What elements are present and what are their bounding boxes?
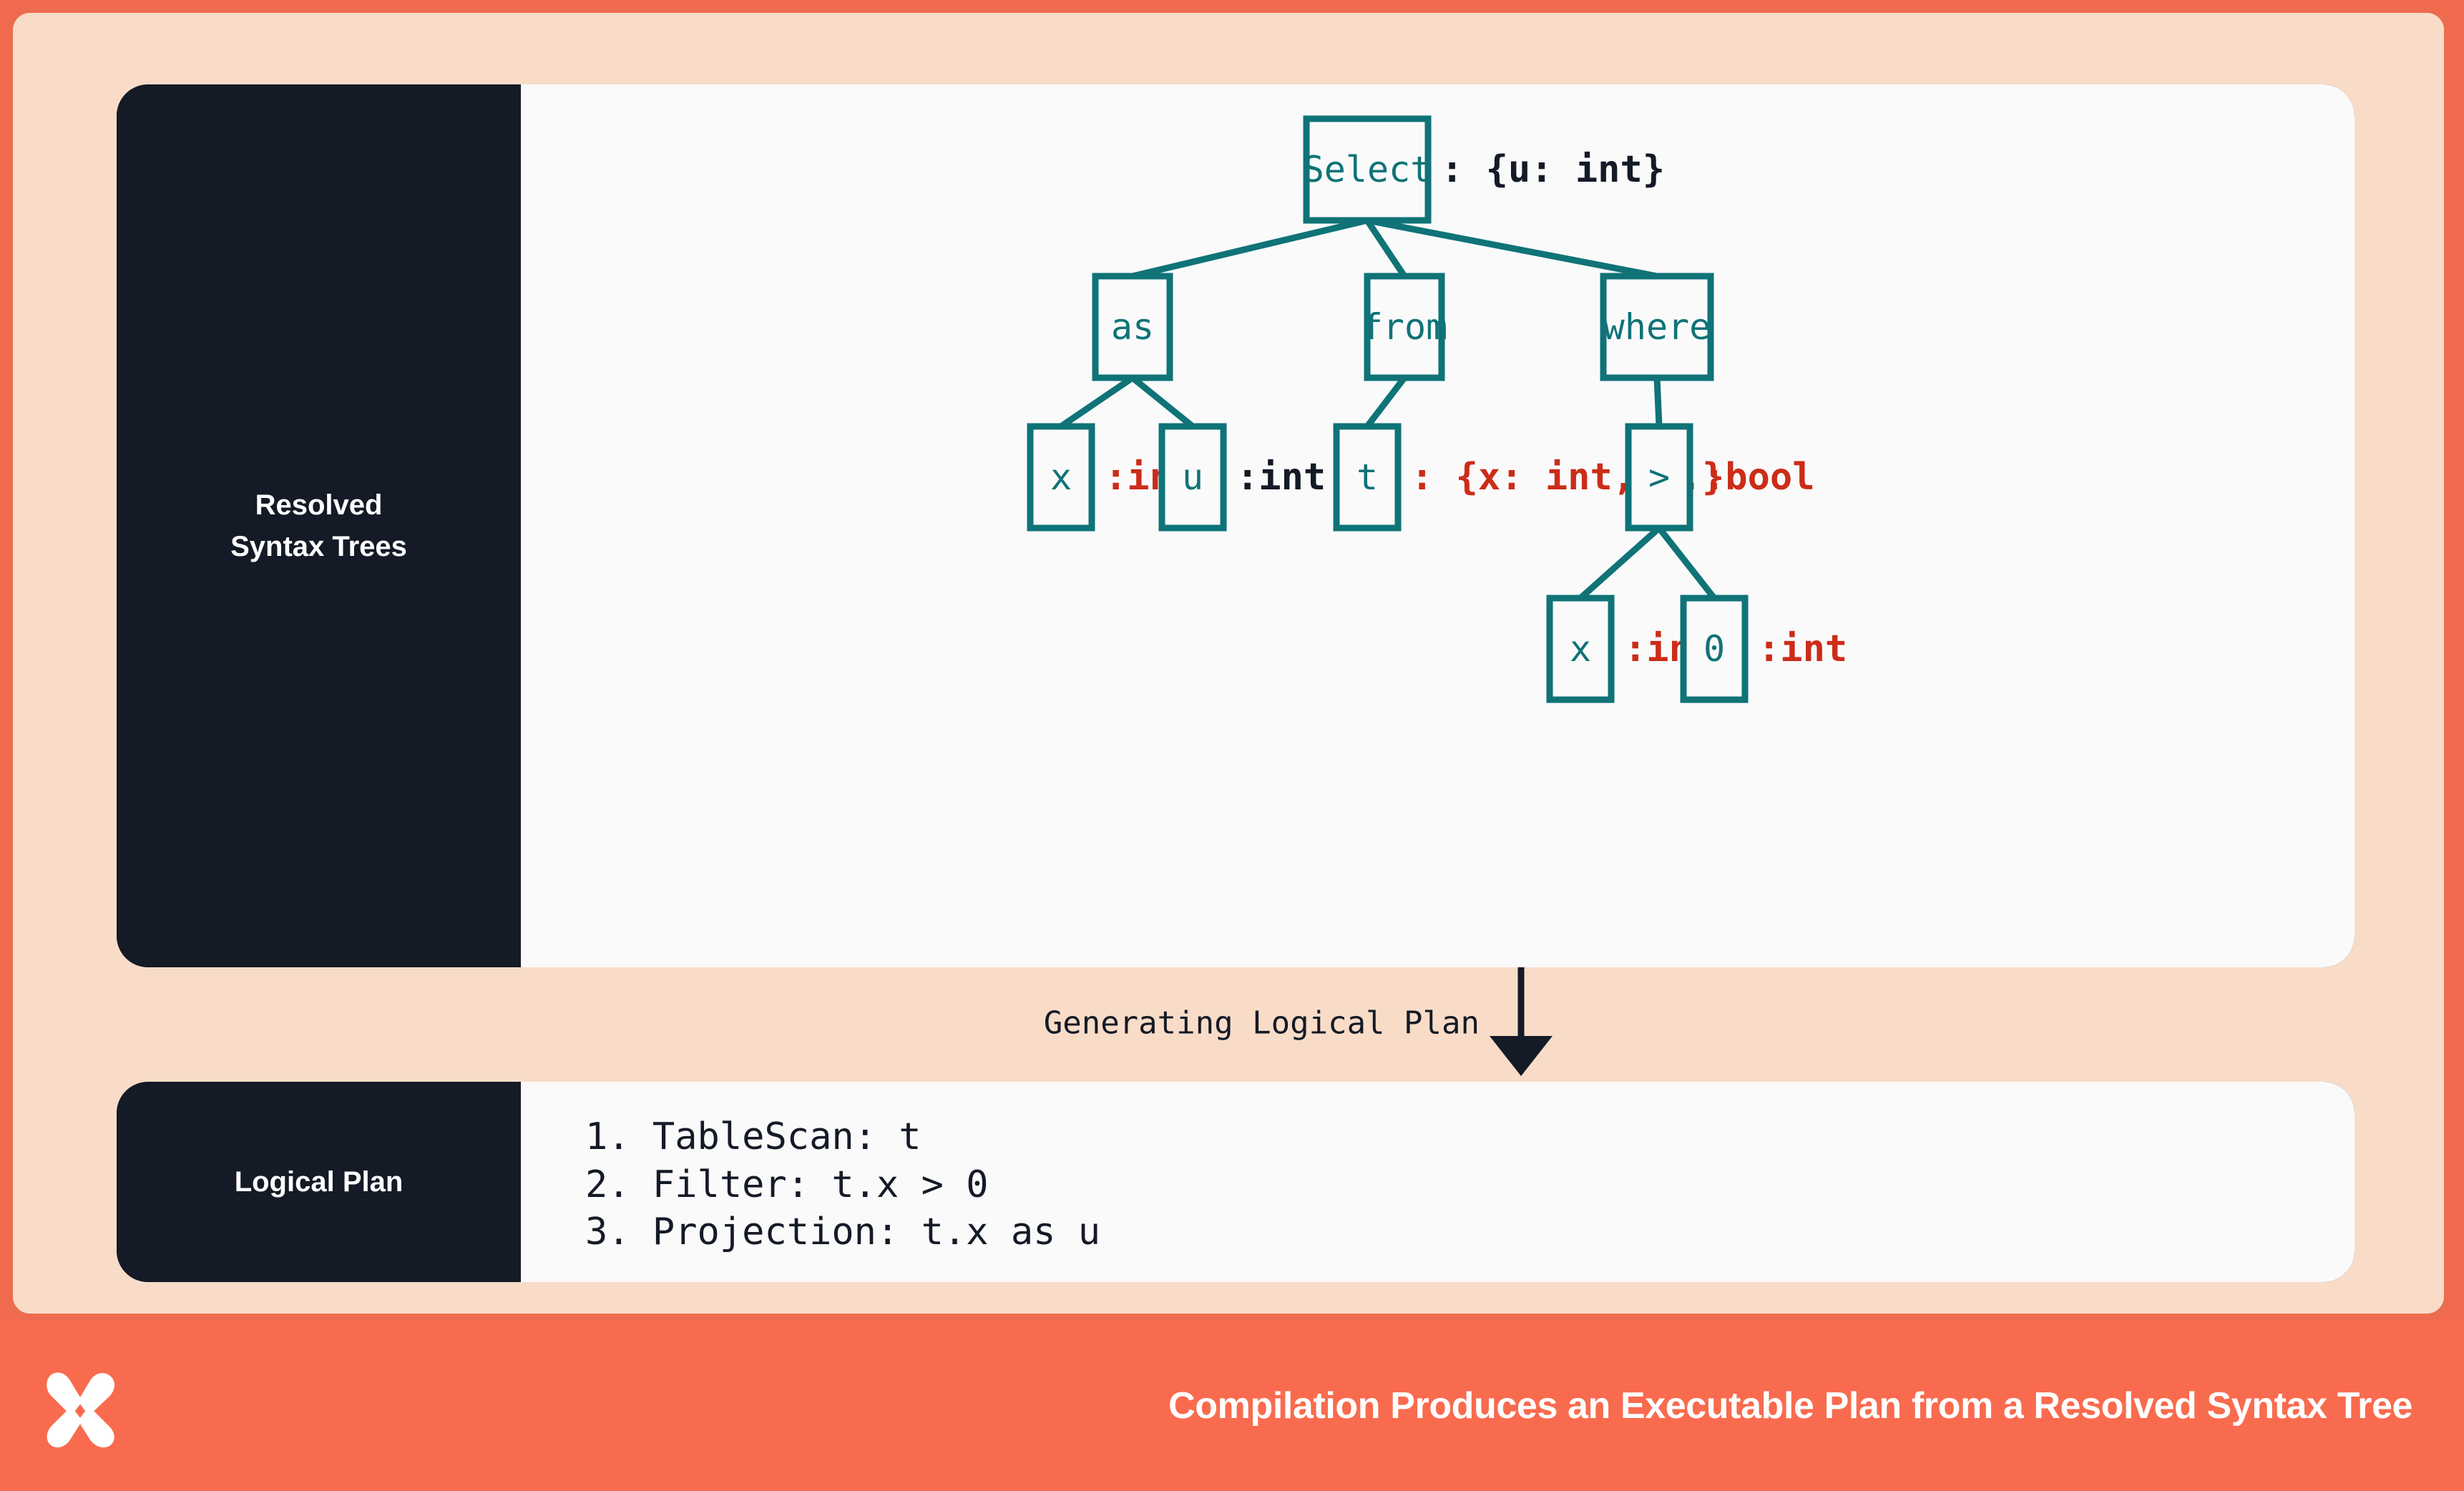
tree-node-box [1546, 595, 1615, 703]
tree-edge [1578, 525, 1661, 601]
tree-node-box [1158, 423, 1227, 532]
logical-plan-panel: Logical Plan 1. TableScan: t 2. Filter: t… [117, 1082, 2355, 1282]
tree-node-where[interactable]: where [1600, 273, 1714, 381]
tree-node-from[interactable]: from [1361, 273, 1447, 381]
connector-svg: Generating Logical Plan [1044, 967, 1553, 1076]
resolved-syntax-trees-panel: Resolved Syntax Trees Select: {u: int} as… [117, 84, 2355, 967]
tree-node-label: x [1050, 456, 1072, 498]
tree-edge [1364, 218, 1407, 278]
tree-node-label: where [1603, 306, 1711, 348]
rail-label-line-1: Resolved [255, 489, 383, 521]
tree-node-box [1303, 115, 1432, 224]
arrow-down-icon [1490, 1036, 1553, 1076]
tree-node-label: t [1356, 456, 1378, 498]
tree-edge [1653, 377, 1663, 427]
tree-node-label: Select [1303, 149, 1432, 190]
content-canvas: Resolved Syntax Trees Select: {u: int} as… [6, 6, 2451, 1321]
tree-node-label: > [1648, 456, 1670, 498]
tree-node-label: from [1361, 306, 1447, 348]
tree-node-box [1092, 273, 1173, 381]
brand-x-logo-icon [47, 1372, 115, 1448]
footer-banner: Compilation Produces an Executable Plan … [0, 1321, 2464, 1491]
tree-node-box [1680, 595, 1749, 703]
tree-edge [1367, 217, 1658, 280]
tree-node-label: 0 [1703, 628, 1725, 670]
logical-plan-step: 1. TableScan: t [585, 1115, 921, 1158]
logical-plan-label: Logical Plan [117, 1082, 521, 1282]
tree-node-u1[interactable]: u :int [1158, 423, 1326, 532]
tree-edge [1130, 375, 1195, 429]
tree-node-box [1600, 273, 1714, 381]
tree-edge [1131, 217, 1369, 280]
generating-logical-plan-connector: Generating Logical Plan [117, 967, 2355, 1082]
footer-caption: Compilation Produces an Executable Plan … [1168, 1385, 2412, 1427]
logical-plan-step: 2. Filter: t.x > 0 [585, 1163, 989, 1206]
tree-node-x2[interactable]: x:int [1546, 595, 1713, 703]
tree-node-as[interactable]: as [1092, 273, 1173, 381]
tree-edge [1059, 375, 1135, 429]
connector-label: Generating Logical Plan [1044, 1005, 1480, 1042]
tree-node-gt[interactable]: > :bool [1625, 423, 1815, 532]
tree-node-label: x [1570, 628, 1591, 670]
tree-node-select[interactable]: Select: {u: int} [1303, 115, 1665, 224]
tree-node-type-annotation: :int [1758, 627, 1847, 670]
tree-edge [1364, 376, 1407, 429]
tree-edge [1656, 526, 1717, 600]
tree-node-type-annotation: : {u: int} [1441, 148, 1665, 191]
tree-edge-group [1059, 217, 1717, 601]
tree-node-type-annotation: :bool [1703, 456, 1815, 499]
tree-node-box [1333, 423, 1402, 532]
resolved-syntax-trees-label: Resolved Syntax Trees [117, 84, 521, 967]
rail-label-line-2: Syntax Trees [230, 531, 407, 562]
tree-node-type-annotation: :int [1236, 456, 1326, 499]
tree-node-label: as [1111, 306, 1154, 348]
tree-node-box [1625, 423, 1693, 532]
tree-node-z0[interactable]: 0 :int [1680, 595, 1847, 703]
logical-plan-label-text: Logical Plan [234, 1166, 404, 1198]
tree-node-box [1027, 423, 1095, 532]
tree-node-box [1364, 273, 1445, 381]
logical-plan-steps: 1. TableScan: t 2. Filter: t.x > 0 3. Proj… [521, 1082, 2355, 1282]
logical-plan-step: 3. Projection: t.x as u [585, 1211, 1101, 1254]
tree-node-label: u [1182, 456, 1203, 498]
